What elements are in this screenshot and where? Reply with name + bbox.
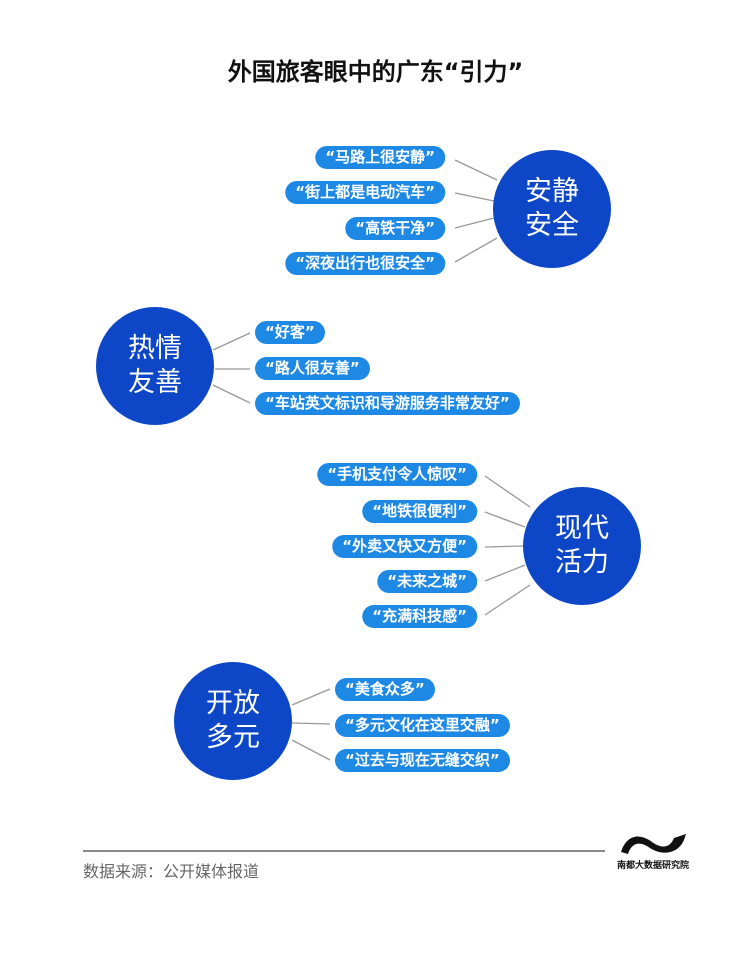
connector-line: [454, 192, 495, 202]
category-label: 多元: [206, 722, 260, 753]
quote-pill: “充满科技感”: [362, 605, 477, 628]
footer-divider: [83, 850, 605, 852]
quote-pill: “过去与现在无缝交织”: [335, 749, 510, 772]
connector-line: [484, 545, 525, 548]
category-label: 友善: [128, 367, 182, 398]
quote-pill: “车站英文标识和导游服务非常友好”: [255, 392, 520, 415]
quote-pill: “深夜出行也很安全”: [285, 252, 445, 275]
category-label: 安静: [525, 176, 579, 207]
quote-pill: “美食众多”: [335, 678, 435, 701]
wave-logo-icon: [621, 834, 686, 854]
quote-pill: “地铁很便利”: [362, 500, 477, 523]
category-label: 热情: [128, 333, 182, 364]
connector-line: [291, 739, 331, 761]
quote-pill: “手机支付令人惊叹”: [317, 463, 477, 486]
category-label: 开放: [206, 688, 260, 719]
quote-pill: “多元文化在这里交融”: [335, 714, 510, 737]
connector-line: [212, 332, 251, 351]
connector-line: [454, 217, 495, 229]
category-circle-friendly: 热情 友善: [96, 307, 214, 425]
category-circle-modern: 现代 活力: [523, 487, 641, 605]
quote-pill: “高铁干净”: [345, 217, 445, 240]
quote-pill: “马路上很安静”: [315, 146, 445, 169]
category-circle-safe: 安静 安全: [493, 150, 611, 268]
quote-pill: “路人很友善”: [255, 357, 370, 380]
category-circle-open: 开放 多元: [174, 662, 292, 780]
source-note: 数据来源：公开媒体报道: [83, 862, 260, 881]
connector-line: [291, 722, 331, 725]
publisher-logo: 南都大数据研究院: [615, 828, 691, 871]
connector-line: [484, 475, 531, 508]
category-label: 现代: [555, 513, 609, 544]
quote-pill: “街上都是电动汽车”: [285, 181, 445, 204]
quote-pill: “未来之城”: [377, 570, 477, 593]
logo-text: 南都大数据研究院: [616, 861, 689, 871]
category-label: 活力: [555, 547, 609, 578]
connector-line: [454, 237, 498, 263]
quote-pill: “外卖又快又方便”: [332, 535, 477, 558]
connector-line: [212, 384, 251, 404]
connector-line: [291, 688, 331, 706]
connector-line: [484, 584, 531, 616]
page-title: 外国旅客眼中的广东“引力”: [227, 58, 524, 86]
category-label: 安全: [525, 210, 579, 241]
connector-line: [484, 511, 526, 528]
quote-pill: “好客”: [255, 321, 325, 344]
connector-line: [454, 159, 498, 181]
connector-line: [484, 564, 526, 582]
